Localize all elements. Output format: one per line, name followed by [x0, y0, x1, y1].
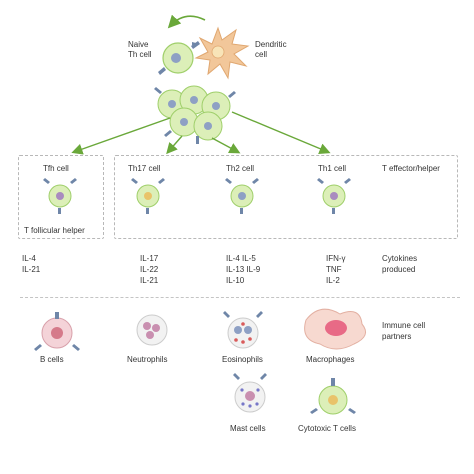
tfh-cell-label: Tfh cell [43, 164, 69, 173]
eosinophil-icon [223, 311, 263, 349]
naive-th-cell-label: Naive Th cell [128, 40, 152, 59]
th17-cell-label: Th17 cell [128, 164, 161, 173]
b-cell-icon [34, 312, 80, 351]
eosinophils-label: Eosinophils [222, 355, 263, 364]
th17-cytokines: IL-17 IL-22 IL-21 [140, 254, 159, 285]
th17-cell-icon [131, 178, 165, 214]
macrophage-icon [304, 308, 367, 350]
cytotoxic-t-cells-label: Cytotoxic T cells [298, 424, 356, 433]
th2-cell-label: Th2 cell [226, 164, 255, 173]
neutrophils-label: Neutrophils [127, 355, 168, 364]
arrow-to-tfh [71, 117, 171, 155]
neutrophil-icon [136, 314, 168, 346]
section-divider [20, 297, 460, 298]
arrow-to-th1 [231, 111, 331, 154]
th2-cytokines: IL-4 IL-5 IL-13 IL-9 IL-10 [226, 254, 261, 285]
proliferating-cell-cluster-icon [154, 85, 236, 144]
tfh-full-name-label: T follicular helper [24, 226, 85, 235]
immune-cell-partners-label: Immune cell partners [382, 321, 426, 341]
dendritic-cell-icon [192, 26, 250, 80]
th1-cytokines: IFN-γ TNF IL-2 [326, 254, 346, 285]
t-effector-group-box [114, 155, 458, 239]
mast-cell-icon [233, 373, 267, 413]
th1-cell-label: Th1 cell [318, 164, 347, 173]
tfh-cell-icon [43, 178, 77, 214]
b-cells-label: B cells [40, 355, 64, 364]
arrow-to-th17 [166, 135, 183, 155]
th1-cell-icon [317, 178, 351, 214]
t-effector-group-label: T effector/helper [382, 164, 440, 173]
activation-arrow [167, 14, 206, 29]
arrow-to-th2 [211, 137, 241, 154]
tfh-cytokines: IL-4 IL-21 [22, 254, 41, 274]
th2-cell-icon [225, 178, 259, 214]
mast-cells-label: Mast cells [230, 424, 266, 433]
dendritic-cell-label: Dendritic cell [255, 40, 287, 59]
cytotoxic-t-cell-icon [310, 378, 356, 415]
naive-th-cell-icon [158, 41, 200, 75]
cytokines-produced-label: Cytokines produced [382, 254, 418, 274]
tfh-group-box [18, 155, 104, 239]
macrophages-label: Macrophages [306, 355, 355, 364]
